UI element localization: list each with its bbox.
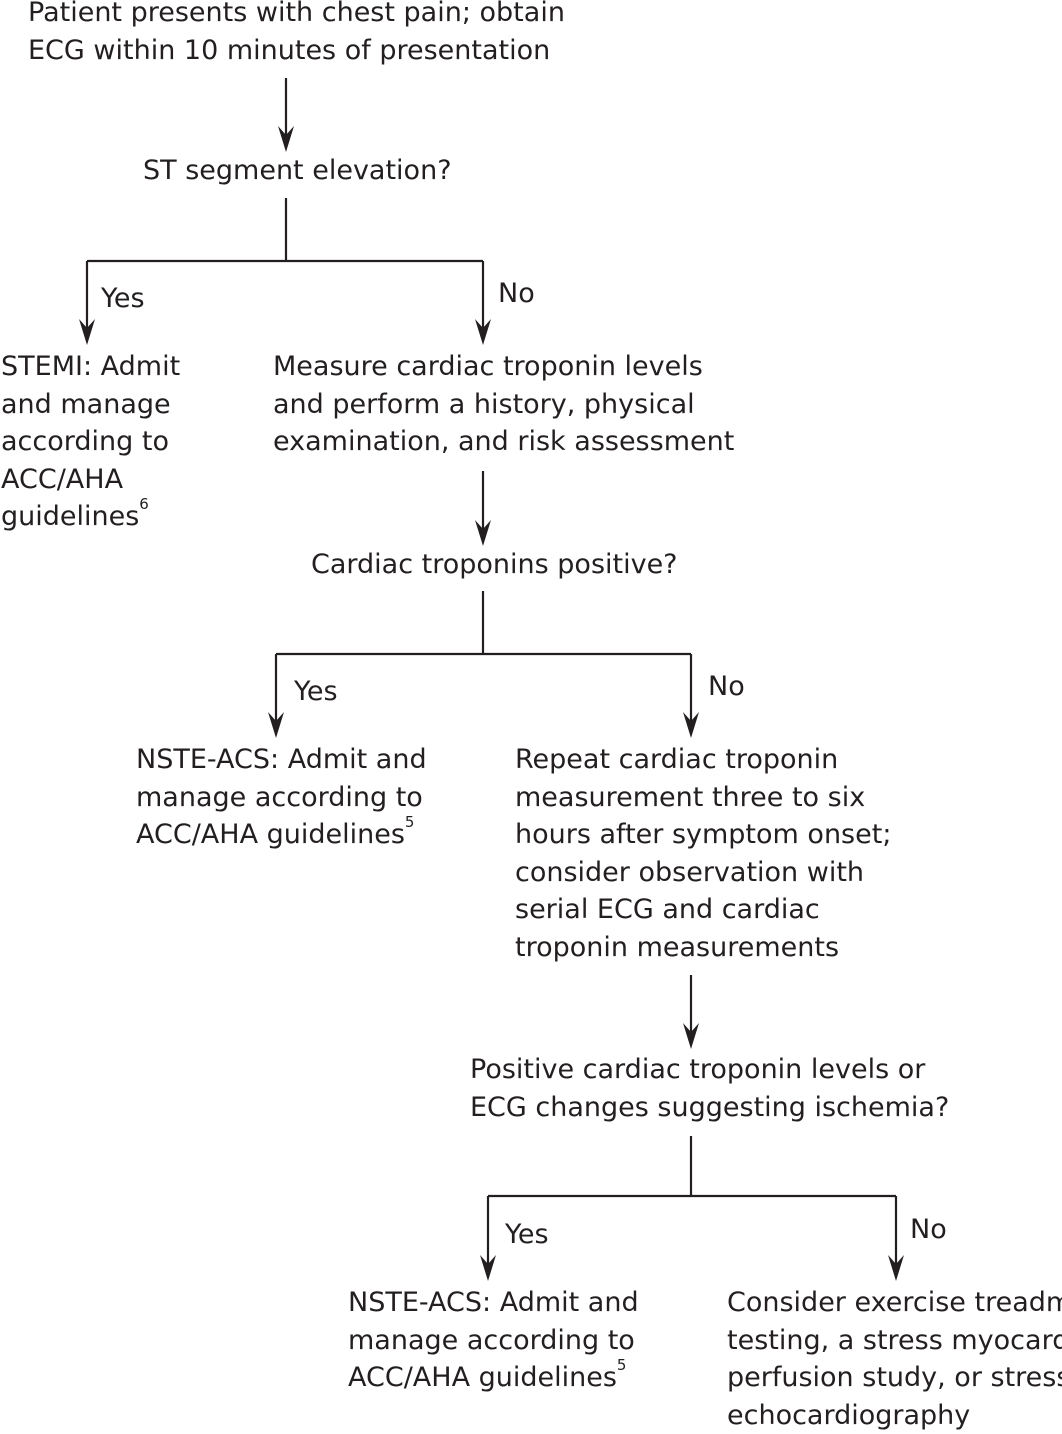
start-line: Patient presents with chest pain; obtain xyxy=(28,0,565,32)
troponin-question: Cardiac troponins positive? xyxy=(311,546,678,584)
stemi-line: STEMI: Admit xyxy=(1,348,180,386)
nste2-line: manage according to xyxy=(348,1322,639,1360)
st-branch-yes-arrow xyxy=(79,261,95,345)
trop-yes-label: Yes xyxy=(294,677,338,707)
st-elevation-question: ST segment elevation? xyxy=(143,152,452,190)
nste2-reference: 5 xyxy=(617,1356,627,1374)
repeat-line: troponin measurements xyxy=(515,929,891,967)
trop-branch-yes-arrow xyxy=(268,654,284,738)
st-no-label: No xyxy=(498,279,535,309)
stemi-node: STEMI: Admit and manage according to ACC… xyxy=(1,348,180,536)
ischemia-question: Positive cardiac troponin levels or ECG … xyxy=(470,1051,949,1126)
nste2-line: ACC/AHA guidelines5 xyxy=(348,1359,639,1397)
trop-branch-no-arrow xyxy=(683,654,699,738)
repeat-line: hours after symptom onset; xyxy=(515,816,891,854)
start-node: Patient presents with chest pain; obtain… xyxy=(28,0,565,69)
st-branch-no-arrow xyxy=(475,261,491,345)
consider-line: Consider exercise treadmill xyxy=(727,1284,1062,1322)
ischemia-question-line: ECG changes suggesting ischemia? xyxy=(470,1089,949,1127)
measure-line: examination, and risk assessment xyxy=(273,423,734,461)
repeat-troponin-node: Repeat cardiac troponin measurement thre… xyxy=(515,741,891,966)
measure-to-trop-arrow xyxy=(475,471,491,546)
stemi-line: according to xyxy=(1,423,180,461)
measure-line: and perform a history, physical xyxy=(273,386,734,424)
trop-no-label: No xyxy=(708,672,745,702)
ischemia-question-line: Positive cardiac troponin levels or xyxy=(470,1051,949,1089)
nste1-line: manage according to xyxy=(136,779,427,817)
repeat-line: Repeat cardiac troponin xyxy=(515,741,891,779)
nste1-line-text: ACC/AHA guidelines xyxy=(136,819,405,850)
stemi-line-text: guidelines xyxy=(1,501,139,532)
st-yes-label: Yes xyxy=(101,284,145,314)
isch-branch-no-arrow xyxy=(888,1196,904,1281)
troponin-question-text: Cardiac troponins positive? xyxy=(311,546,678,584)
stemi-reference: 6 xyxy=(139,495,149,513)
stemi-line: guidelines6 xyxy=(1,498,180,536)
isch-branch-yes-arrow xyxy=(480,1196,496,1281)
consider-line: testing, a stress myocardial xyxy=(727,1322,1062,1360)
nste-acs-node-1: NSTE-ACS: Admit and manage according to … xyxy=(136,741,427,854)
measure-line: Measure cardiac troponin levels xyxy=(273,348,734,386)
repeat-line: measurement three to six xyxy=(515,779,891,817)
st-elevation-question-text: ST segment elevation? xyxy=(143,152,452,190)
start-to-st-arrow xyxy=(278,78,294,152)
nste2-line-text: ACC/AHA guidelines xyxy=(348,1362,617,1393)
isch-yes-label: Yes xyxy=(505,1220,549,1250)
repeat-line: serial ECG and cardiac xyxy=(515,891,891,929)
nste1-line: ACC/AHA guidelines5 xyxy=(136,816,427,854)
nste1-reference: 5 xyxy=(405,813,415,831)
nste-acs-node-2: NSTE-ACS: Admit and manage according to … xyxy=(348,1284,639,1397)
consider-testing-node: Consider exercise treadmill testing, a s… xyxy=(727,1284,1062,1434)
consider-line: perfusion study, or stress xyxy=(727,1359,1062,1397)
nste1-line: NSTE-ACS: Admit and xyxy=(136,741,427,779)
measure-troponin-node: Measure cardiac troponin levels and perf… xyxy=(273,348,734,461)
consider-line: echocardiography xyxy=(727,1397,1062,1434)
nste2-line: NSTE-ACS: Admit and xyxy=(348,1284,639,1322)
repeat-line: consider observation with xyxy=(515,854,891,892)
stemi-line: ACC/AHA xyxy=(1,461,180,499)
start-line: ECG within 10 minutes of presentation xyxy=(28,32,565,70)
repeat-to-isch-arrow xyxy=(683,975,699,1049)
stemi-line: and manage xyxy=(1,386,180,424)
isch-no-label: No xyxy=(910,1215,947,1245)
